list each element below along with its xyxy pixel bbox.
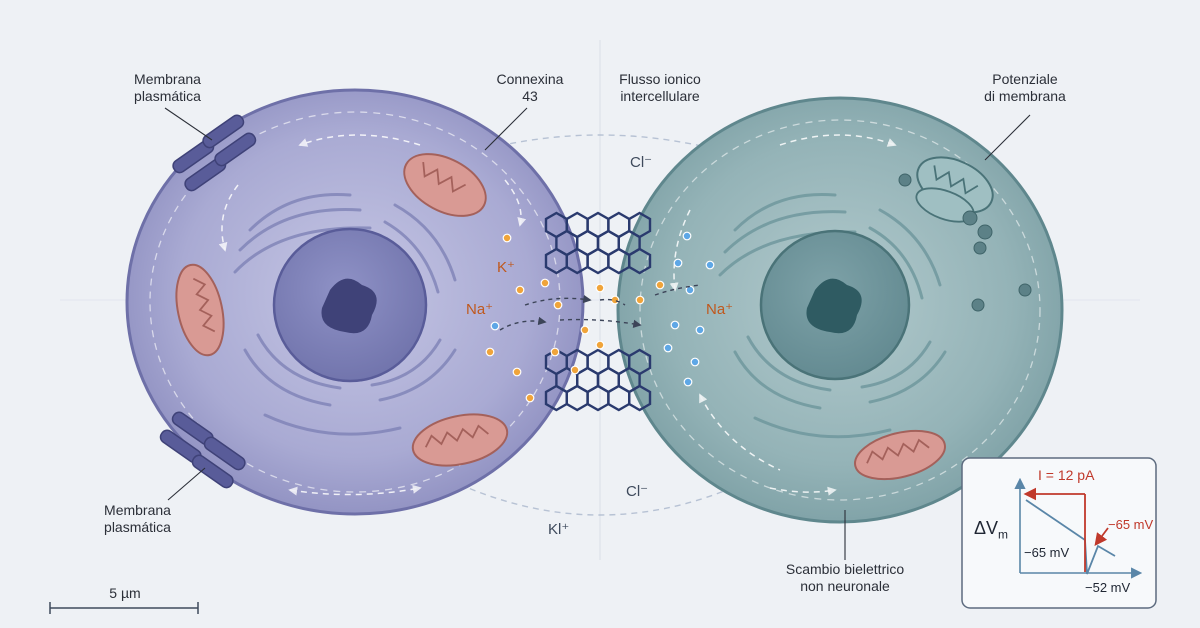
potassium-ion [580, 325, 590, 335]
sodium-ion [673, 258, 683, 268]
sodium-ion [690, 357, 700, 367]
connexon-hexagon [586, 384, 610, 412]
right-nucleolus [806, 278, 862, 334]
connexon-cluster-top [544, 211, 652, 275]
connexon-hexagon [565, 384, 589, 412]
sodium-ion [663, 343, 673, 353]
potassium-ion [502, 233, 512, 243]
sodium-ion [490, 321, 500, 331]
sodium-ion [682, 231, 692, 241]
inset-peak-arrow [1094, 527, 1109, 547]
left-mitochondrion-left [175, 263, 225, 357]
right-vesicles [898, 173, 1032, 312]
potassium-ion [485, 347, 495, 357]
sodium-label-left: Na⁺ [466, 301, 494, 318]
sodium-ion [695, 325, 705, 335]
sodium-ion [685, 285, 695, 295]
potassium-ion [515, 285, 525, 295]
ion-particles [485, 231, 715, 403]
potassium-label-left: K⁺ [497, 259, 515, 276]
sodium-ion [705, 260, 715, 270]
scale-bar-label: 5 µm [109, 585, 141, 601]
potassium-ion [512, 367, 522, 377]
potassium-ion [525, 393, 535, 403]
chloride-label-top: Cl⁻ [630, 154, 653, 171]
left-nucleolus [321, 278, 377, 334]
potassium-ion [610, 295, 620, 305]
connexon-hexagon [628, 384, 652, 412]
label-leader-lines [164, 107, 1031, 560]
inset-peak-label: −65 mV [1108, 517, 1154, 532]
connexon-hexagon [586, 247, 610, 275]
potassium-ion [635, 295, 645, 305]
right-endoplasmic-reticulum [718, 192, 947, 439]
inset-y-axis-label: ΔVm [974, 518, 1009, 542]
potassium-ion [550, 347, 560, 357]
potassium-ion [553, 300, 563, 310]
ion-flux-arc-bottom [428, 469, 772, 516]
membrane-potential-inset [961, 457, 1157, 609]
scale-bar [49, 602, 199, 614]
potassium-ion [595, 340, 605, 350]
connexon-cluster-bottom [544, 348, 652, 412]
membrane-channel-top [172, 114, 257, 192]
right-mitochondrion-bottom [854, 429, 946, 481]
junction-flux-arrows [499, 284, 701, 331]
connexin-channels [544, 211, 652, 412]
right-cell [616, 96, 1064, 524]
left-cell [125, 88, 585, 516]
sodium-label-right: Na⁺ [706, 301, 734, 318]
chloride-label-bottom: Cl⁻ [626, 483, 649, 500]
potassium-ion [595, 283, 605, 293]
left-mitochondrion-bottom [411, 413, 509, 467]
connexon-hexagon [607, 384, 631, 412]
sodium-ion [670, 320, 680, 330]
potassium-ion [570, 365, 580, 375]
inset-voltage-trace [1025, 499, 1116, 575]
connexon-hexagon [628, 247, 652, 275]
potassium-ion [540, 278, 550, 288]
inset-current-label: I = 12 pA [1038, 467, 1095, 483]
inset-resting-label: −65 mV [1024, 545, 1070, 560]
inset-final-label: −52 mV [1085, 580, 1131, 595]
potassium-ion [655, 280, 665, 290]
sodium-ion [683, 377, 693, 387]
membrane-channel-bottom [159, 411, 246, 489]
left-mitochondrion-top [403, 153, 487, 217]
kl-label-bottom: Kl⁺ [548, 521, 570, 538]
